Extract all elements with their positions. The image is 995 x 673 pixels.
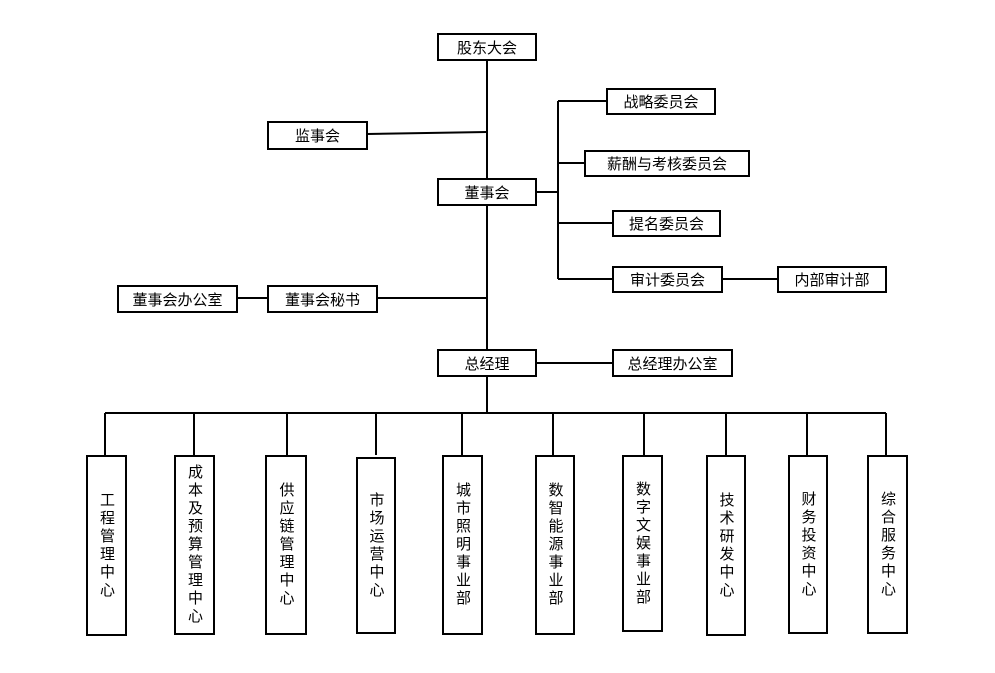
department-box: 城市照明事业部 (442, 455, 483, 635)
department-label: 数字文娱事业部 (634, 480, 652, 607)
shareholders-meeting-box: 股东大会 (437, 33, 537, 61)
department-box: 数智能源事业部 (535, 455, 575, 635)
department-box: 市场运营中心 (356, 457, 396, 634)
compensation-committee-box: 薪酬与考核委员会 (584, 150, 750, 177)
department-box: 成本及预算管理中心 (174, 455, 215, 635)
department-label: 技术研发中心 (717, 491, 736, 600)
strategy-committee-box: 战略委员会 (606, 88, 716, 115)
department-label: 财务投资中心 (799, 490, 818, 599)
board-of-directors-box: 董事会 (437, 178, 537, 206)
department-box: 技术研发中心 (706, 455, 746, 636)
department-box: 数字文娱事业部 (622, 455, 663, 632)
department-box: 工程管理中心 (86, 455, 127, 636)
audit-committee-box: 审计委员会 (612, 266, 723, 293)
department-label: 成本及预算管理中心 (186, 464, 204, 626)
gm-office-box: 总经理办公室 (612, 349, 733, 377)
internal-audit-box: 内部审计部 (777, 266, 887, 293)
department-box: 综合服务中心 (867, 455, 908, 634)
supervisory-connector (366, 131, 488, 135)
department-label: 工程管理中心 (98, 491, 116, 600)
department-box: 财务投资中心 (788, 455, 828, 634)
department-label: 综合服务中心 (879, 490, 897, 599)
supervisory-board-box: 监事会 (267, 121, 368, 150)
department-label: 市场运营中心 (367, 491, 386, 600)
board-secretary-box: 董事会秘书 (267, 285, 378, 313)
department-label: 供应链管理中心 (277, 482, 296, 608)
board-office-box: 董事会办公室 (117, 285, 238, 313)
general-manager-box: 总经理 (437, 349, 537, 377)
department-label: 城市照明事业部 (454, 482, 472, 608)
department-box: 供应链管理中心 (265, 455, 307, 635)
nomination-committee-box: 提名委员会 (612, 210, 721, 237)
department-label: 数智能源事业部 (546, 482, 565, 608)
